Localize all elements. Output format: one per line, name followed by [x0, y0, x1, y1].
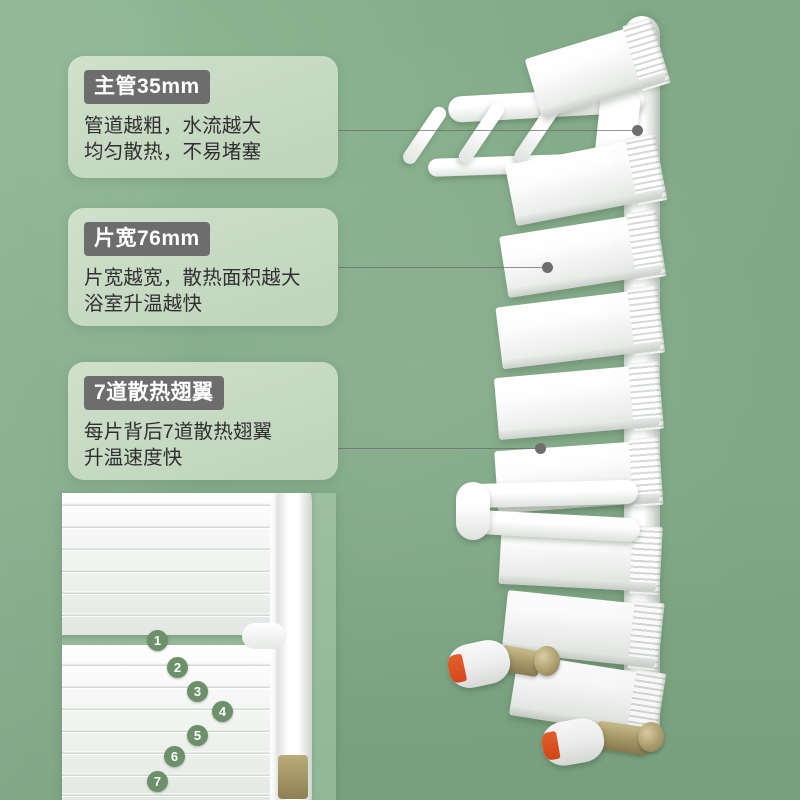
info-card-chip: 主管35mm — [84, 70, 210, 104]
product-illustration — [400, 0, 800, 800]
leader-line-slat-width — [338, 267, 547, 268]
fin-badge: 3 — [187, 681, 208, 702]
leader-dot-main-pipe — [632, 125, 643, 136]
fin-badge: 6 — [164, 746, 185, 767]
leader-dot-slat-width — [542, 262, 553, 273]
info-card-slat-width: 片宽76mm 片宽越宽，散热面积越大 浴室升温越快 — [68, 208, 338, 326]
fin-badge: 5 — [187, 725, 208, 746]
valve-flange-top — [534, 646, 560, 676]
inset-main-pipe — [278, 493, 312, 800]
towel-rail-bottom-bend — [456, 482, 490, 540]
leader-line-fins — [338, 448, 540, 449]
fin-badge: 2 — [167, 657, 188, 678]
valve-flange-bottom — [638, 722, 664, 752]
inset-valve-fitting — [278, 755, 308, 799]
fin-detail-inset: 1 2 3 4 5 6 7 — [62, 493, 336, 800]
fin-block-upper — [62, 493, 296, 635]
info-card-body: 片宽越宽，散热面积越大 浴室升温越快 — [84, 267, 301, 315]
info-card-body: 管道越粗，水流越大 均匀散热，不易堵塞 — [84, 115, 262, 163]
fin-badge: 4 — [212, 701, 233, 722]
info-card-fins: 7道散热翅翼 每片背后7道散热翅翼 升温速度快 — [68, 362, 338, 480]
info-card-chip: 片宽76mm — [84, 222, 210, 256]
info-card-chip: 7道散热翅翼 — [84, 376, 224, 410]
fin-ridges — [62, 493, 294, 635]
leader-line-main-pipe — [338, 130, 637, 131]
fin-badge: 1 — [147, 630, 168, 651]
info-card-main-pipe: 主管35mm 管道越粗，水流越大 均匀散热，不易堵塞 — [68, 56, 338, 178]
fin-badge: 7 — [147, 771, 168, 792]
info-card-body: 每片背后7道散热翅翼 升温速度快 — [84, 421, 273, 469]
inset-pipe-nub — [242, 623, 286, 649]
leader-dot-fins — [535, 443, 546, 454]
